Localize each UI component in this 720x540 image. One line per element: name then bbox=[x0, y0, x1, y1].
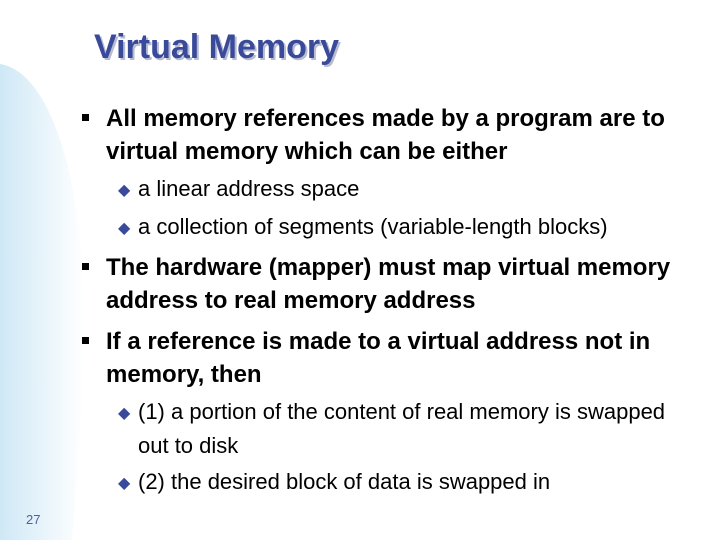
slide-title: Virtual Memory bbox=[94, 28, 340, 66]
bullet-item-2: The hardware (mapper) must map virtual m… bbox=[82, 251, 706, 317]
square-bullet-icon bbox=[82, 263, 89, 270]
sub-item-1-1: ◆ a linear address space bbox=[118, 173, 359, 207]
sub-item-1-1-text: a linear address space bbox=[138, 176, 360, 201]
sub-item-3-2-text: (2) the desired block of data is swapped… bbox=[138, 469, 551, 494]
sub-item-1-2-text: a collection of segments (variable-lengt… bbox=[138, 214, 608, 239]
diamond-bullet-icon: ◆ bbox=[118, 475, 131, 492]
diamond-bullet-icon: ◆ bbox=[118, 220, 131, 237]
diamond-bullet-icon: ◆ bbox=[118, 405, 131, 422]
bullet-item-1: All memory references made by a program … bbox=[82, 102, 706, 168]
bullet-item-3: If a reference is made to a virtual addr… bbox=[82, 325, 706, 391]
square-bullet-icon bbox=[82, 337, 89, 344]
sub-item-3-2: ◆ (2) the desired block of data is swappe… bbox=[118, 466, 550, 500]
square-bullet-icon bbox=[82, 114, 89, 121]
bullet-item-1-text: All memory references made by a program … bbox=[106, 105, 665, 165]
sub-item-3-1: ◆ (1) a portion of the content of real me… bbox=[118, 396, 698, 462]
sub-item-1-2: ◆ a collection of segments (variable-leng… bbox=[118, 211, 608, 245]
bullet-item-3-text: If a reference is made to a virtual addr… bbox=[106, 328, 651, 388]
page-number: 27 bbox=[26, 512, 41, 527]
bullet-item-2-text: The hardware (mapper) must map virtual m… bbox=[106, 254, 671, 314]
diamond-bullet-icon: ◆ bbox=[118, 182, 131, 199]
sub-item-3-1-text: (1) a portion of the content of real mem… bbox=[138, 399, 666, 458]
